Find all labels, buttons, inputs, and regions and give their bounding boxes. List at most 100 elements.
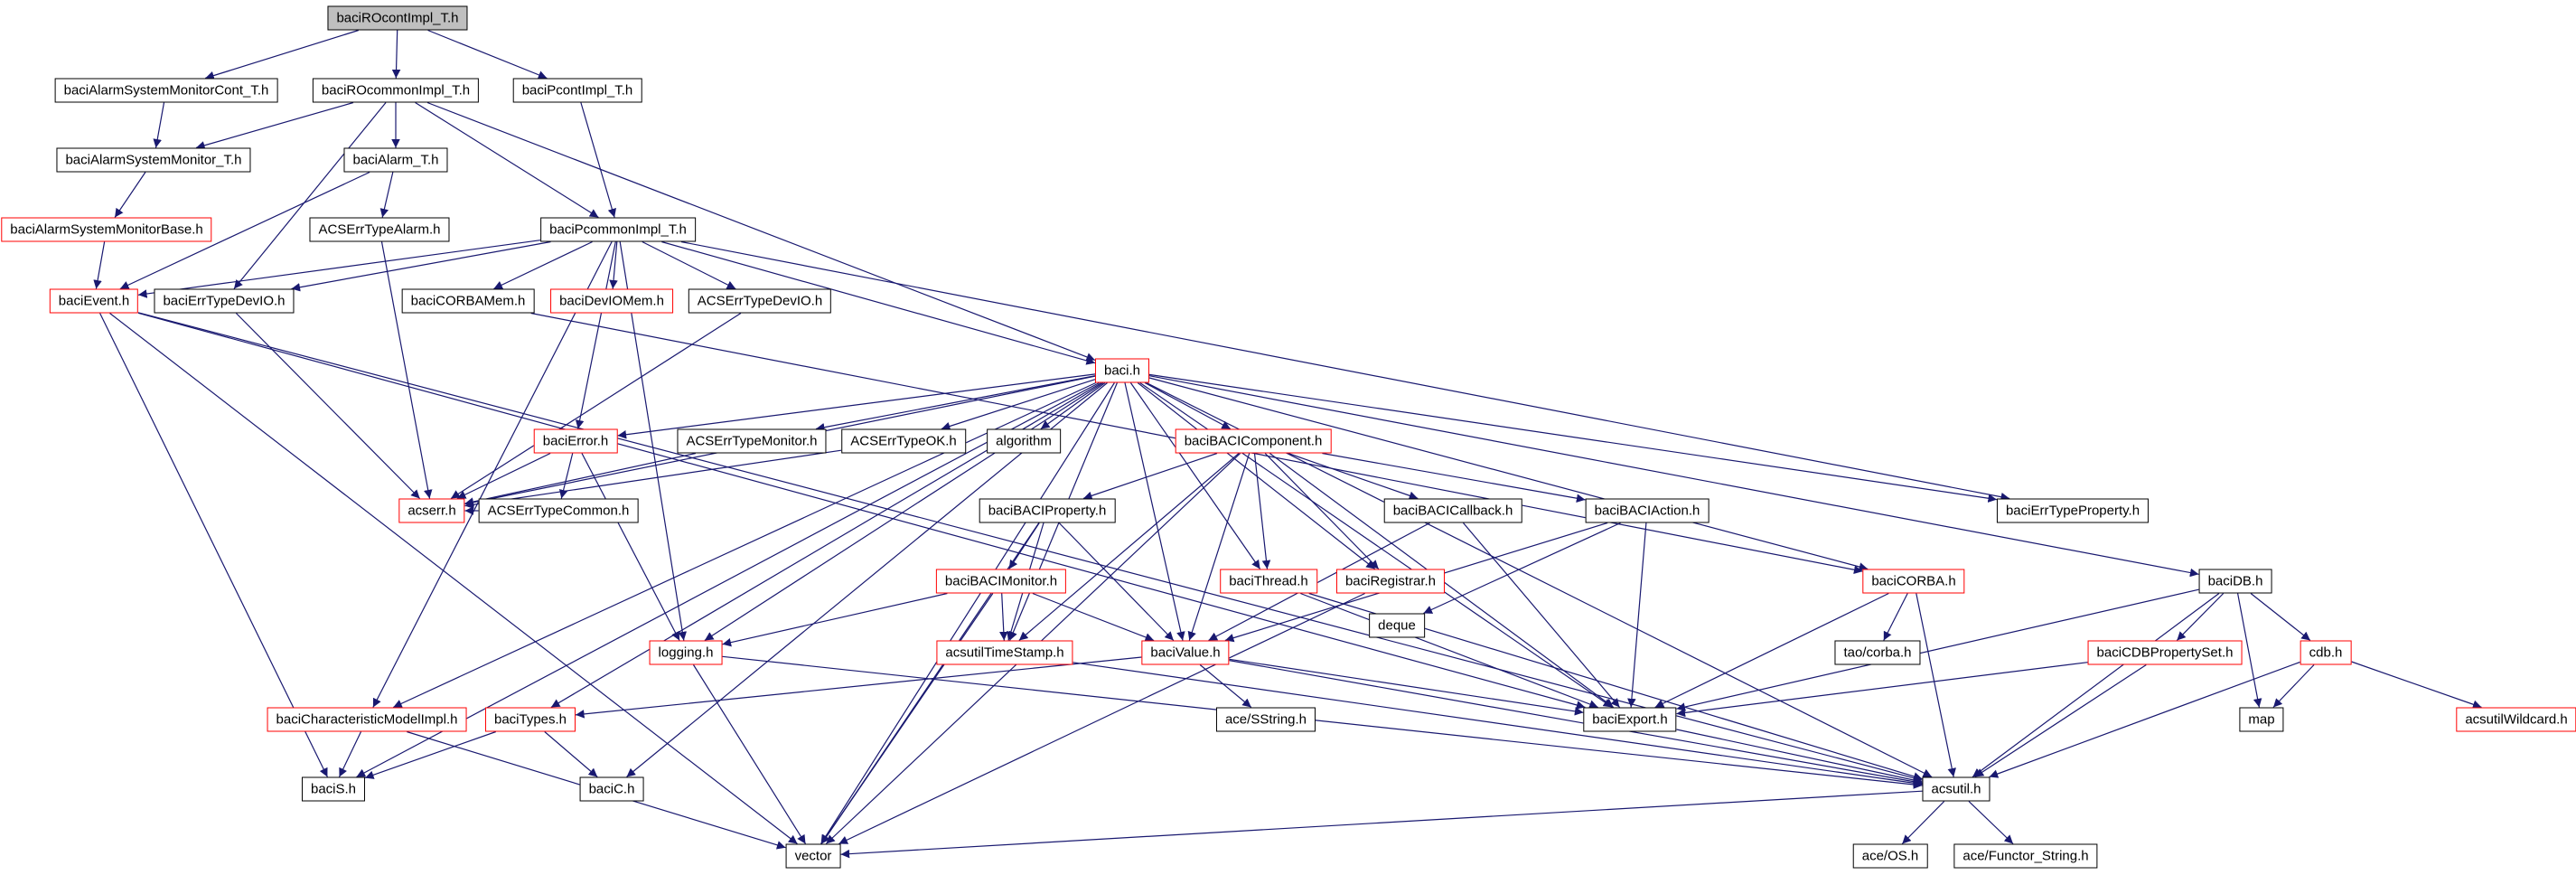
- graph-node-corbaMem[interactable]: baciCORBAMem.h: [401, 288, 535, 314]
- include-edge-baciComponent-to-thread: [1253, 453, 1271, 569]
- include-edge-baciComponent-to-baciAction: [1322, 452, 1586, 503]
- graph-node-baciProperty[interactable]: baciBACIProperty.h: [979, 498, 1116, 523]
- include-edge-acsutil-to-aceFunctorString: [1968, 801, 2014, 844]
- graph-node-taoCorba[interactable]: tao/corba.h: [1834, 640, 1921, 665]
- include-edge-baci-to-baciComponent: [1144, 381, 1232, 430]
- graph-node-alarmSysMonCont[interactable]: baciAlarmSystemMonitorCont_T.h: [54, 78, 278, 103]
- graph-node-baciMonitor[interactable]: baciBACIMonitor.h: [935, 569, 1067, 594]
- graph-node-event[interactable]: baciEvent.h: [49, 288, 139, 314]
- include-edge-baci-to-vector: [820, 382, 1115, 844]
- graph-node-pcommon[interactable]: baciPcommonImpl_T.h: [540, 217, 696, 242]
- graph-node-acserr[interactable]: acserr.h: [398, 498, 465, 523]
- include-edge-pcommon-to-errTypeProperty: [680, 240, 2010, 502]
- include-edge-db-to-cdb: [2250, 593, 2311, 641]
- graph-node-error[interactable]: baciError.h: [533, 428, 618, 454]
- include-edge-acsErrTypeMonitor-to-acserr: [464, 452, 697, 506]
- include-edge-acsErrTypeAlarm-to-acserr: [380, 241, 433, 499]
- graph-node-aceFunctorString[interactable]: ace/Functor_String.h: [1953, 843, 2098, 869]
- graph-node-baciCallback[interactable]: baciBACICallback.h: [1383, 498, 1522, 523]
- graph-node-export[interactable]: baciExport.h: [1583, 707, 1677, 732]
- include-edge-baciMonitor-to-vector: [820, 593, 994, 844]
- graph-node-errTypeDevIO[interactable]: baciErrTypeDevIO.h: [154, 288, 295, 314]
- include-edge-pcommon-to-baci: [661, 240, 1096, 365]
- include-edge-cdbPropertySet-to-acsutil: [1974, 663, 2147, 778]
- include-edge-roCommon-to-baci: [426, 101, 1096, 362]
- include-edge-baci-to-errTypeProperty: [1148, 373, 1998, 503]
- graph-node-db[interactable]: baciDB.h: [2198, 569, 2272, 594]
- graph-node-baci[interactable]: baci.h: [1094, 358, 1150, 383]
- include-edge-value-to-aceSString: [1199, 664, 1252, 708]
- graph-node-cdbPropertySet[interactable]: baciCDBPropertySet.h: [2087, 640, 2243, 665]
- include-edge-root-to-pcont: [427, 29, 548, 80]
- graph-node-value[interactable]: baciValue.h: [1141, 640, 1230, 665]
- include-edge-roCommon-to-alarmSysMon: [195, 101, 354, 150]
- include-edge-baci-to-charModelImpl: [392, 381, 1097, 709]
- include-edge-db-to-map: [2237, 593, 2262, 708]
- include-edge-baci-to-baciS: [356, 381, 1100, 778]
- include-edge-event-to-export: [137, 312, 1586, 710]
- include-edge-charModelImpl-to-baciS: [338, 731, 362, 777]
- graph-node-aceSString[interactable]: ace/SString.h: [1215, 707, 1316, 732]
- graph-node-baciComponent[interactable]: baciBACIComponent.h: [1175, 428, 1332, 454]
- include-edge-pcommon-to-acsErrTypeDevIO: [642, 240, 736, 290]
- graph-node-alarmSysMonBase[interactable]: baciAlarmSystemMonitorBase.h: [1, 217, 212, 242]
- include-edge-baci-to-algorithm: [1040, 382, 1106, 429]
- graph-node-corba[interactable]: baciCORBA.h: [1862, 569, 1965, 594]
- include-edge-logging-to-acsutil: [722, 655, 1923, 789]
- graph-node-acsErrTypeDevIO[interactable]: ACSErrTypeDevIO.h: [688, 288, 832, 314]
- include-edge-roCommon-to-errTypeDevIO: [233, 102, 387, 289]
- graph-node-acsErrTypeMonitor[interactable]: ACSErrTypeMonitor.h: [677, 428, 827, 454]
- graph-node-errTypeProperty[interactable]: baciErrTypeProperty.h: [1996, 498, 2150, 523]
- graph-node-logging[interactable]: logging.h: [649, 640, 723, 665]
- include-edge-value-to-acsutil: [1229, 660, 1923, 786]
- graph-node-wildcard[interactable]: acsutilWildcard.h: [2456, 707, 2576, 732]
- graph-node-baciAction[interactable]: baciBACIAction.h: [1585, 498, 1710, 523]
- include-edge-pcommon-to-errTypeDevIO: [291, 240, 551, 292]
- graph-node-acsErrTypeOK[interactable]: ACSErrTypeOK.h: [841, 428, 966, 454]
- include-edge-alarmSysMonBase-to-event: [93, 241, 106, 289]
- graph-node-vector[interactable]: vector: [785, 843, 841, 869]
- graph-node-types[interactable]: baciTypes.h: [484, 707, 576, 732]
- graph-node-acsutil[interactable]: acsutil.h: [1922, 776, 1991, 802]
- graph-node-acsErrTypeCommon[interactable]: ACSErrTypeCommon.h: [478, 498, 639, 523]
- include-edge-timeStamp-to-acsutil: [1073, 662, 1923, 787]
- graph-node-devIOMem[interactable]: baciDevIOMem.h: [550, 288, 673, 314]
- graph-node-algorithm[interactable]: algorithm: [987, 428, 1061, 454]
- graph-node-map[interactable]: map: [2239, 707, 2284, 732]
- graph-node-baciS[interactable]: baciS.h: [301, 776, 366, 802]
- graph-node-registrar[interactable]: baciRegistrar.h: [1335, 569, 1446, 594]
- include-edge-baci-to-acsErrTypeOK: [941, 379, 1096, 431]
- graph-node-roCommon[interactable]: baciROcommonImpl_T.h: [312, 78, 480, 103]
- include-edge-alarmSysMonCont-to-alarmSysMon: [153, 102, 165, 148]
- include-edge-db-to-acsutil: [1972, 593, 2220, 777]
- include-edge-baciComponent-to-registrar: [1264, 453, 1380, 569]
- include-edge-baciCallback-to-value: [1208, 522, 1430, 642]
- include-edge-baci-to-corba: [1148, 377, 1869, 571]
- include-edge-db-to-export: [1676, 588, 2199, 711]
- include-edge-cdb-to-acsutil: [1989, 661, 2300, 778]
- include-edge-pcommon-to-corbaMem: [493, 240, 593, 290]
- graph-node-deque[interactable]: deque: [1369, 613, 1425, 638]
- include-edge-cdb-to-map: [2272, 664, 2315, 708]
- include-edge-baciMonitor-to-value: [1032, 592, 1155, 642]
- graph-node-aceOS[interactable]: ace/OS.h: [1852, 843, 1928, 869]
- graph-node-baciC[interactable]: baciC.h: [579, 776, 644, 802]
- graph-node-cdb[interactable]: cdb.h: [2300, 640, 2352, 665]
- include-edge-db-to-cdbPropertySet: [2176, 593, 2225, 641]
- include-edge-baci-to-thread: [1129, 382, 1261, 569]
- include-edge-pcommon-to-error: [575, 241, 616, 429]
- graph-node-charModelImpl[interactable]: baciCharacteristicModelImpl.h: [267, 707, 467, 732]
- include-edge-baciAction-to-deque: [1423, 522, 1621, 615]
- graph-node-alarmSysMon[interactable]: baciAlarmSystemMonitor_T.h: [56, 147, 251, 173]
- include-edge-baciMonitor-to-timeStamp: [999, 593, 1008, 641]
- include-edge-acsErrTypeDevIO-to-acserr: [450, 312, 742, 500]
- graph-node-thread[interactable]: baciThread.h: [1220, 569, 1317, 594]
- graph-node-alarm[interactable]: baciAlarm_T.h: [343, 147, 448, 173]
- include-edge-roCommon-to-pcommon: [415, 101, 599, 219]
- graph-node-timeStamp[interactable]: acsutilTimeStamp.h: [936, 640, 1073, 665]
- include-edge-value-to-types: [575, 656, 1142, 719]
- graph-node-pcont[interactable]: baciPcontImpl_T.h: [512, 78, 642, 103]
- include-edge-types-to-baciS: [364, 730, 496, 779]
- graph-node-acsErrTypeAlarm[interactable]: ACSErrTypeAlarm.h: [309, 217, 450, 242]
